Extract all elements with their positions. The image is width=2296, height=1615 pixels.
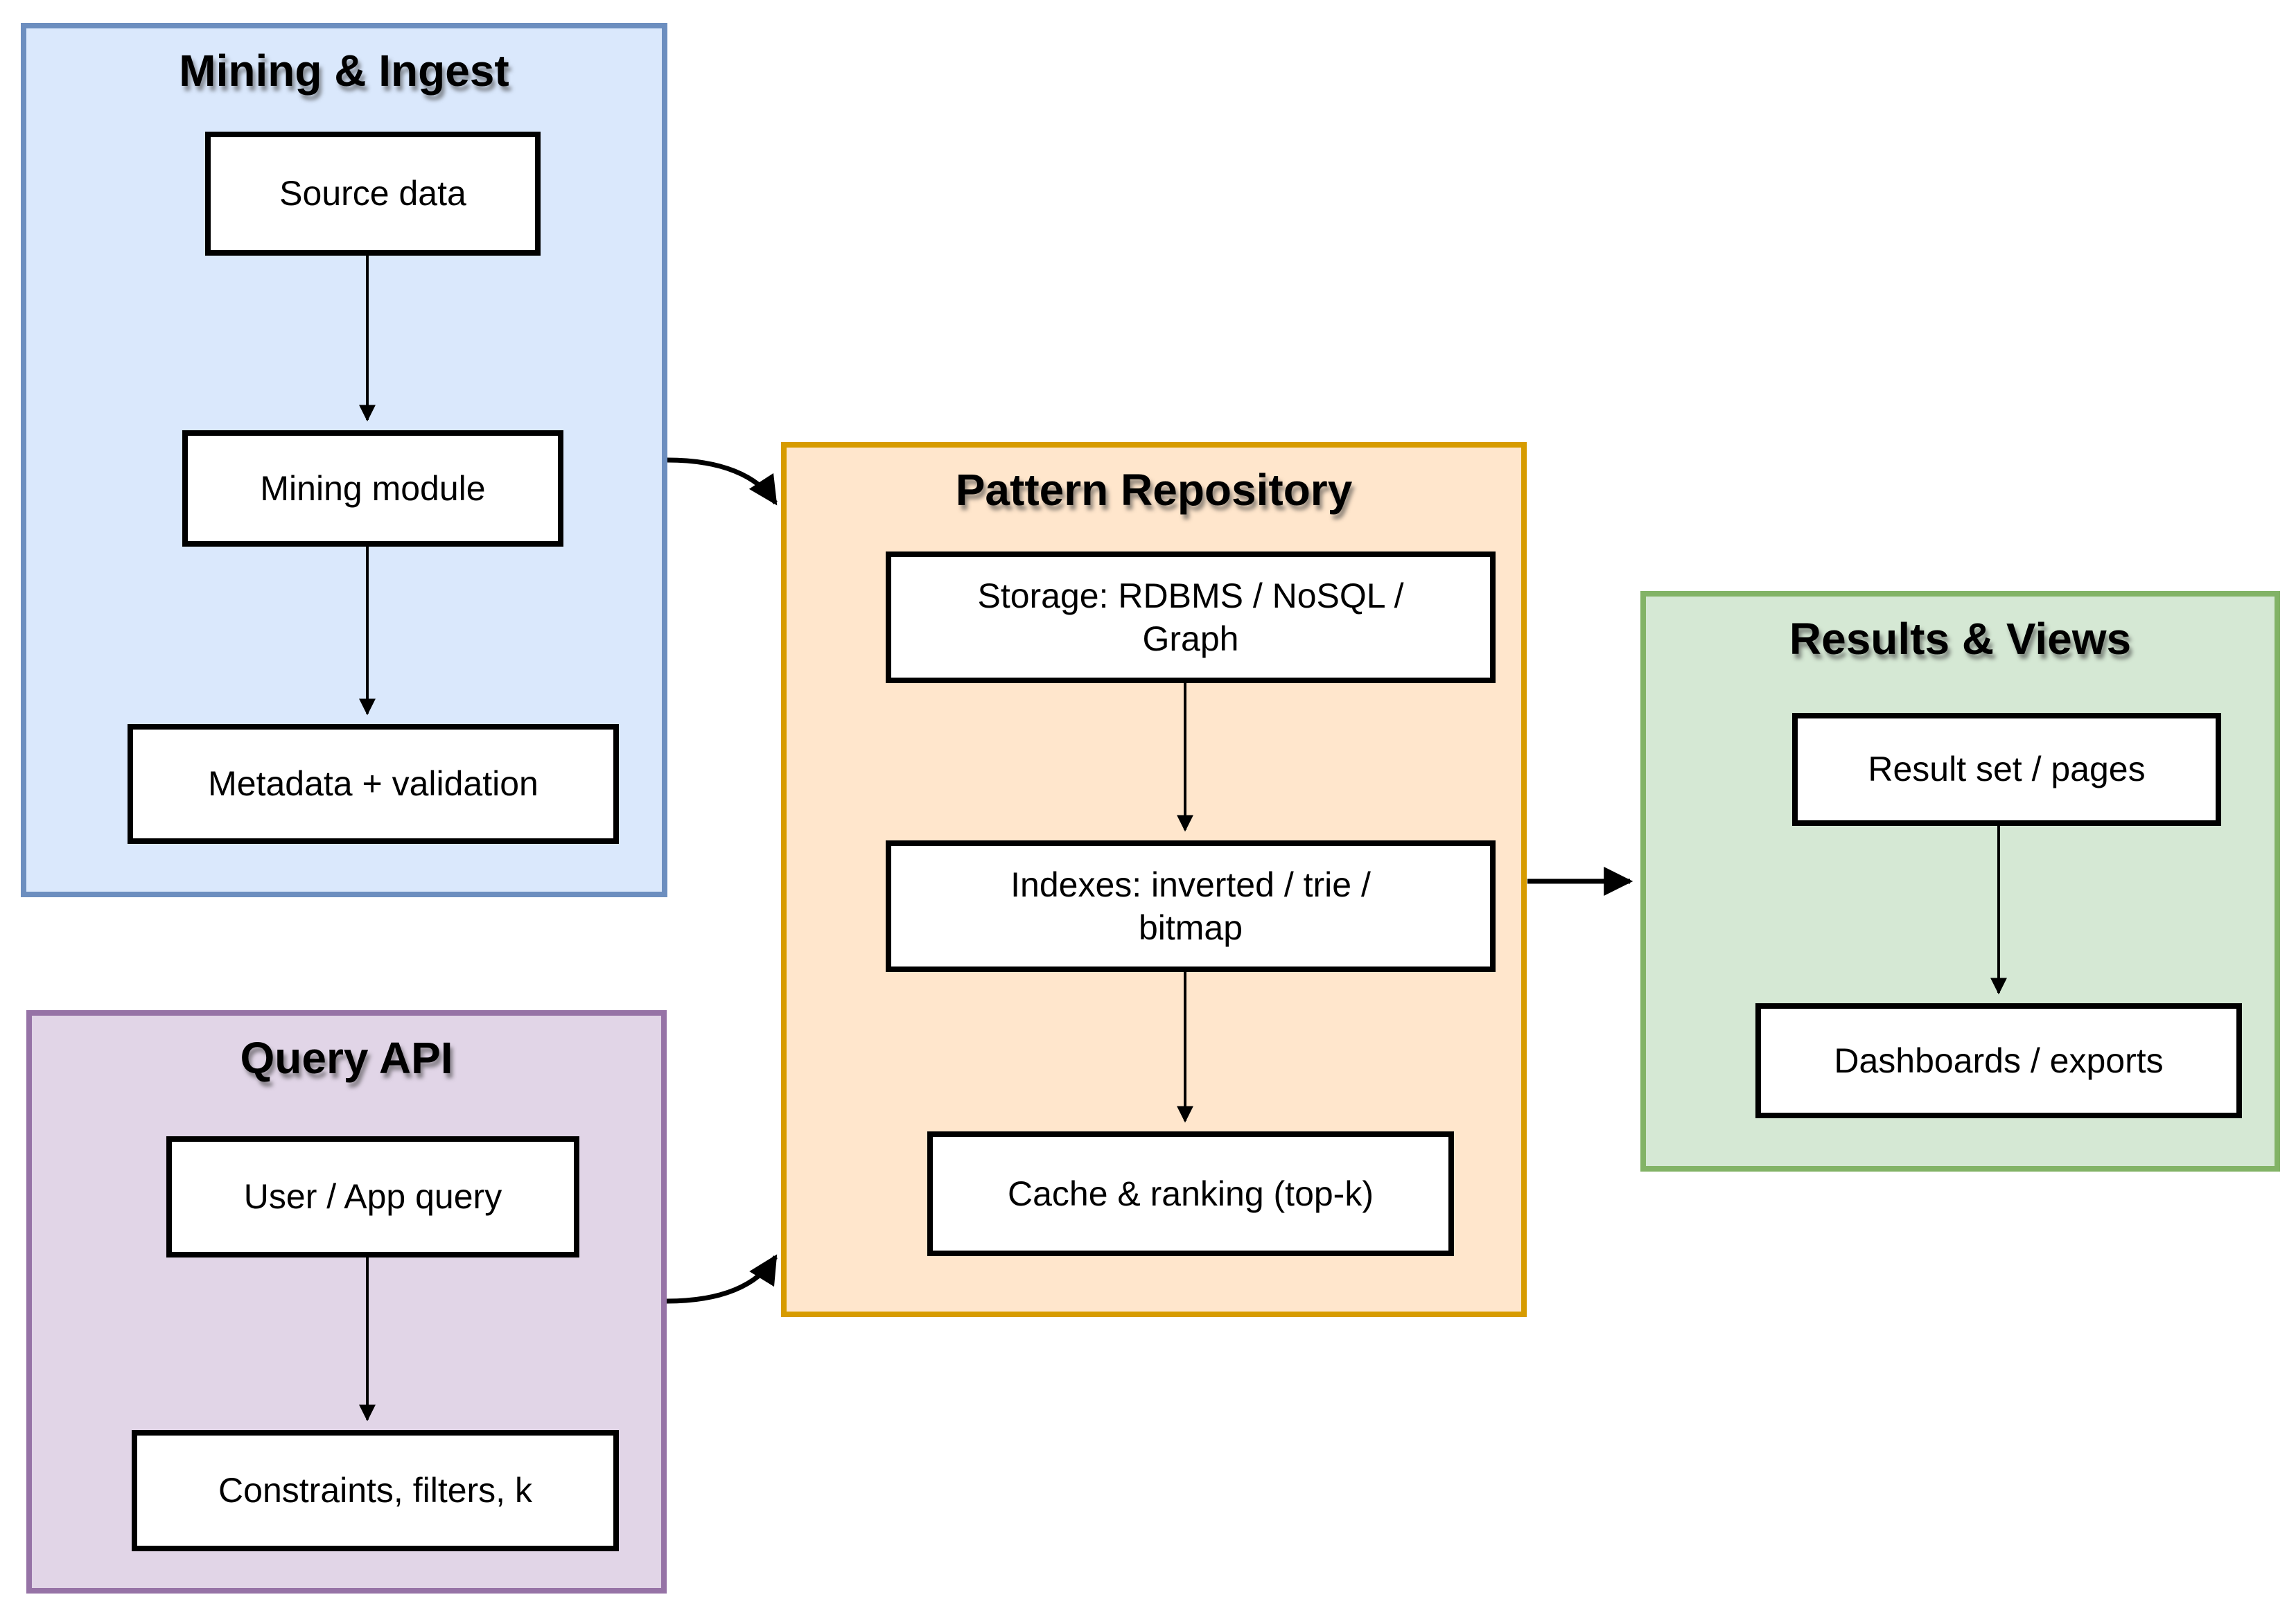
edge-query-api-to-pattern-repository [666, 1254, 778, 1304]
group-results-views: Results & Views Result set / pages Dashb… [1640, 591, 2280, 1172]
node-user-app-query: User / App query [166, 1136, 579, 1257]
group-title-pattern-repository: Pattern Repository [955, 465, 1353, 515]
node-cache-ranking: Cache & ranking (top-k) [927, 1131, 1454, 1256]
group-pattern-repository: Pattern Repository Storage: RDBMS / NoSQ… [781, 442, 1527, 1317]
node-mining-module: Mining module [182, 430, 563, 547]
node-result-set-pages: Result set / pages [1792, 713, 2221, 826]
group-title-mining-ingest: Mining & Ingest [179, 46, 509, 96]
edge-mining-ingest-to-pattern-repository [667, 457, 778, 506]
node-storage: Storage: RDBMS / NoSQL / Graph [886, 551, 1496, 683]
node-dashboards-exports: Dashboards / exports [1755, 1003, 2242, 1118]
node-indexes: Indexes: inverted / trie / bitmap [886, 840, 1496, 972]
group-title-query-api: Query API [240, 1033, 453, 1083]
node-source-data: Source data [205, 132, 541, 256]
group-query-api: Query API User / App query Constraints, … [26, 1010, 667, 1594]
node-constraints-filters-k: Constraints, filters, k [132, 1430, 619, 1551]
group-mining-ingest: Mining & Ingest Source data Mining modul… [21, 23, 667, 897]
node-metadata-validation: Metadata + validation [128, 724, 619, 844]
group-title-results-views: Results & Views [1789, 614, 2132, 664]
